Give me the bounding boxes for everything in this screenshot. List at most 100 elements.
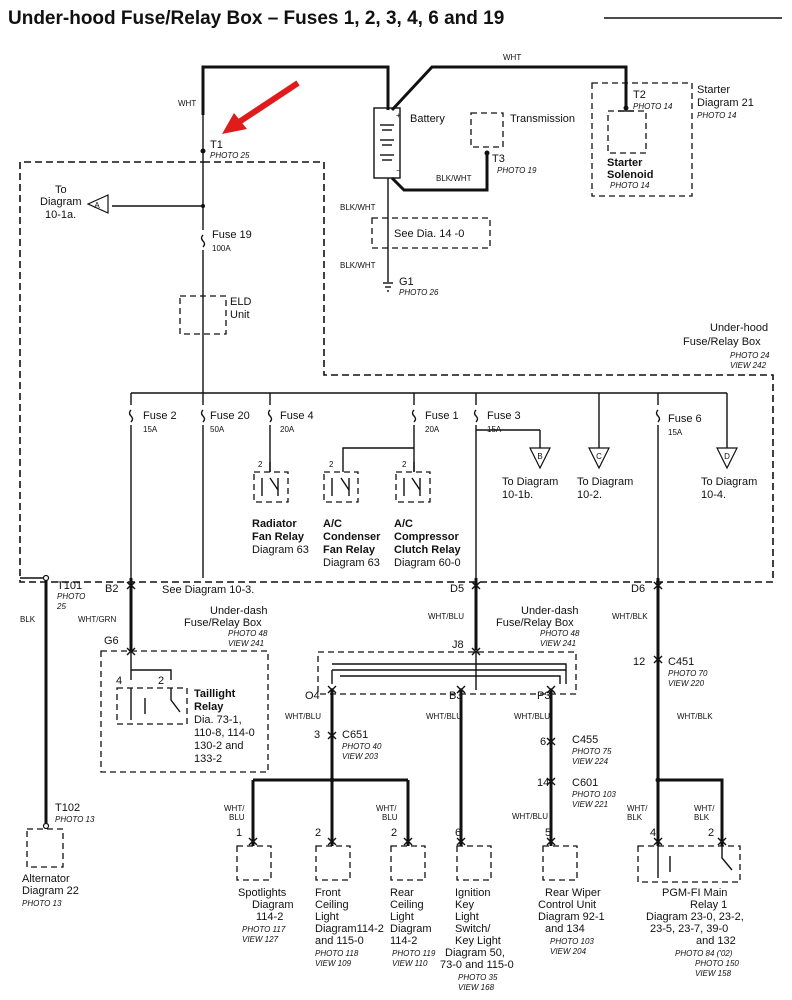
c451-label: C451 — [668, 656, 694, 668]
wire-label-blk: BLK — [20, 615, 36, 624]
battery-label: Battery — [410, 113, 445, 125]
taillight-6: 133-2 — [194, 753, 222, 765]
ud-label-2: Fuse/Relay Box — [184, 617, 262, 629]
svg-text:D: D — [724, 452, 730, 461]
wire-label-sp-1: WHT/ — [224, 804, 245, 813]
wire-label-blkwht-b: BLK/WHT — [340, 261, 376, 270]
rear-ceiling-box — [390, 845, 426, 881]
connector-c — [588, 447, 610, 470]
fuse6-label: Fuse 6 — [668, 413, 702, 425]
ignition-2: Key — [455, 899, 474, 911]
transmission-box — [470, 112, 504, 148]
wire-label-rc-1: WHT/ — [376, 804, 397, 813]
rear-2: Ceiling — [390, 899, 424, 911]
condenser-fan-relay-icon: 2 — [323, 460, 359, 503]
compressor-1: A/C — [394, 518, 413, 530]
t102-photo: PHOTO 13 — [55, 815, 95, 824]
pgfi-4: 23-5, 23-7, 39-0 — [650, 923, 728, 935]
solenoid-label-1: Starter — [607, 157, 643, 169]
svg-text:C: C — [596, 452, 602, 461]
front-3: Light — [315, 911, 339, 923]
taillight-4: 110-8, 114-0 — [194, 727, 255, 739]
c651-view: VIEW 203 — [342, 752, 379, 761]
svg-text:2: 2 — [402, 460, 407, 469]
taillight-5: 130-2 and — [194, 740, 244, 752]
wiper-photo: PHOTO 103 — [550, 937, 594, 946]
radiator-fan-relay-icon: 2 — [253, 460, 289, 503]
wire-label-whtgrn: WHT/GRN — [78, 615, 116, 624]
fuse3-amp: 15A — [487, 425, 502, 434]
radiator-1: Radiator — [252, 518, 297, 530]
pin-ignition: 6 — [455, 827, 461, 839]
g1-photo: PHOTO 26 — [399, 288, 439, 297]
starter-diagram: Diagram 21 — [697, 97, 754, 109]
underdash-box-right — [317, 651, 577, 695]
compressor-4: Diagram 60-0 — [394, 557, 461, 569]
page-title: Under-hood Fuse/Relay Box – Fuses 1, 2, … — [8, 8, 504, 29]
wiper-view: VIEW 204 — [550, 947, 587, 956]
c451-view: VIEW 220 — [668, 679, 705, 688]
starter-label: Starter — [697, 84, 730, 96]
svg-text:B: B — [537, 452, 542, 461]
pin-spotlights: 1 — [236, 827, 242, 839]
fuse1-amp: 20A — [425, 425, 440, 434]
wire-battery-starter — [390, 65, 628, 112]
condenser-4: Diagram 63 — [323, 557, 380, 569]
wiper-2: Control Unit — [538, 899, 596, 911]
front-view: VIEW 109 — [315, 959, 352, 968]
t102-label: T102 — [55, 802, 80, 814]
wire-label-whtblu-p3b: WHT/BLU — [512, 812, 548, 821]
c601-pin: 14 — [537, 777, 549, 789]
wiper-box — [542, 845, 578, 881]
front-2: Ceiling — [315, 899, 349, 911]
fuse19-amp: 100A — [212, 244, 231, 253]
see-14-label: See Dia. 14 -0 — [394, 228, 464, 240]
svg-text:2: 2 — [258, 460, 263, 469]
c455-pin: 6 — [540, 736, 546, 748]
underhood-box-outline — [19, 161, 774, 583]
taillight-pin-4: 4 — [116, 675, 122, 687]
fuse3-label: Fuse 3 — [487, 410, 521, 422]
compressor-3: Clutch Relay — [394, 544, 462, 556]
taillight-1: Taillight — [194, 688, 236, 700]
condenser-3: Fan Relay — [323, 544, 376, 556]
wire-label-whtblk-d6: WHT/BLK — [612, 612, 648, 621]
pin-rear: 2 — [391, 827, 397, 839]
box-view: VIEW 242 — [730, 361, 767, 370]
eld-label-2: Unit — [230, 309, 250, 321]
starter-box — [591, 82, 693, 197]
to-d-1: To Diagram — [701, 476, 757, 488]
to-diag-a-3: 10-1a. — [45, 209, 76, 221]
ignition-3: Light — [455, 911, 479, 923]
c651-photo: PHOTO 40 — [342, 742, 382, 751]
transmission-label: Transmission — [510, 113, 575, 125]
front-5: and 115-0 — [315, 935, 364, 947]
radiator-2: Fan Relay — [252, 531, 305, 543]
front-ceiling-box — [315, 845, 351, 881]
taillight-pin-2: 2 — [158, 675, 164, 687]
eld-label-1: ELD — [230, 296, 251, 308]
t3-label: T3 — [492, 153, 505, 165]
t3-photo: PHOTO 19 — [497, 166, 537, 175]
wire-pgfi-split — [656, 778, 724, 846]
wiper-3: Diagram 92-1 — [538, 911, 605, 923]
rear-3: Light — [390, 911, 414, 923]
d6-label: D6 — [631, 583, 645, 595]
radiator-3: Diagram 63 — [252, 544, 309, 556]
fuse20-label: Fuse 20 — [210, 410, 250, 422]
spotlights-1: Spotlights — [238, 887, 287, 899]
c601-photo: PHOTO 103 — [572, 790, 616, 799]
ud-photob: PHOTO 48 — [540, 629, 580, 638]
t101-label: T101 — [57, 580, 82, 592]
rear-1: Rear — [390, 887, 414, 899]
fuse6-amp: 15A — [668, 428, 683, 437]
c651-pin: 3 — [314, 729, 320, 741]
wire-label-pg2-2: BLK — [694, 813, 710, 822]
spotlights-view: VIEW 127 — [242, 935, 279, 944]
pgfi-view: VIEW 158 — [695, 969, 732, 978]
pgfi-2: Relay 1 — [690, 899, 727, 911]
front-4: Diagram114-2 — [315, 923, 384, 935]
wire-label-pg1-2: BLK — [627, 813, 643, 822]
rear-5: 114-2 — [390, 935, 417, 947]
